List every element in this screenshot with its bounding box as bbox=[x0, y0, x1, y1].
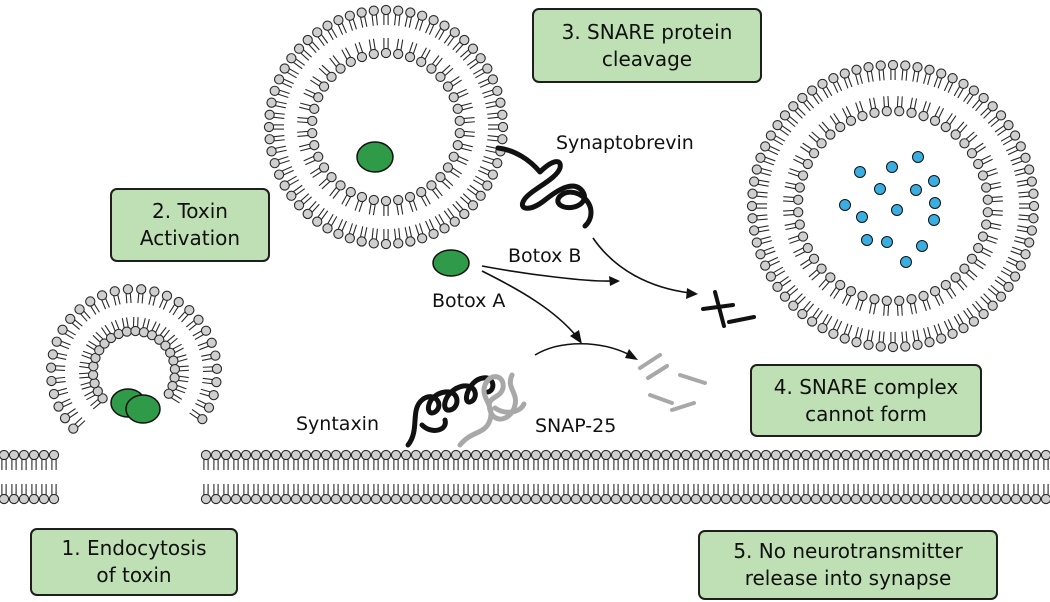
step-3-snare-cleavage-box: 3. SNARE protein cleavage bbox=[532, 8, 762, 83]
activated-toxin bbox=[432, 249, 470, 277]
step-3-line2: cleavage bbox=[601, 46, 693, 71]
botox-b-label: Botox B bbox=[508, 245, 582, 267]
snap25-label: SNAP-25 bbox=[535, 415, 617, 437]
toxin-in-vesicle bbox=[356, 141, 394, 173]
arrowheads bbox=[570, 276, 698, 360]
step-1-line1: 1. Endocytosis bbox=[61, 536, 207, 560]
step-1-endocytosis-box: 1. Endocytosis of toxin bbox=[30, 528, 238, 596]
botox-a-label: Botox A bbox=[432, 290, 506, 312]
step-2-line1: 2. Toxin bbox=[152, 199, 228, 223]
cleavage-marks bbox=[701, 290, 756, 328]
endocytosis-vesicle bbox=[45, 284, 223, 434]
step-4-snare-complex-box: 4. SNARE complex cannot form bbox=[750, 364, 982, 437]
syntaxin-label: Syntaxin bbox=[296, 413, 380, 435]
arrow-botox-b bbox=[481, 265, 613, 282]
step-4-line2: cannot form bbox=[805, 401, 927, 426]
step-2-toxin-activation-box: 2. Toxin Activation bbox=[110, 188, 270, 262]
arrow-snap25-cleavage bbox=[534, 343, 631, 356]
step-3-line1: 3. SNARE protein bbox=[561, 19, 733, 44]
syntaxin-protein bbox=[405, 375, 496, 448]
arrow-botox-a bbox=[481, 270, 578, 338]
synaptobrevin-label: Synaptobrevin bbox=[556, 132, 694, 154]
arrows bbox=[481, 237, 691, 356]
toxin-particles bbox=[110, 141, 470, 424]
synaptobrevin-protein bbox=[495, 145, 594, 229]
step-5-line2: release into synapse bbox=[744, 566, 952, 590]
toxin-vesicle bbox=[263, 4, 509, 250]
synaptic-vesicle bbox=[746, 59, 1040, 353]
step-2-line2: Activation bbox=[139, 226, 241, 250]
toxin-in-endosome-front bbox=[125, 394, 161, 424]
cleaved-fragments bbox=[638, 353, 707, 412]
step-5-no-release-box: 5. No neurotransmitter release into syna… bbox=[698, 530, 998, 600]
arrow-synaptobrevin-cleavage bbox=[592, 237, 691, 294]
plasma-membrane bbox=[0, 449, 1050, 505]
step-1-line2: of toxin bbox=[96, 563, 172, 587]
snap25-protein bbox=[457, 372, 527, 448]
neurotransmitters bbox=[839, 151, 941, 268]
step-5-line1: 5. No neurotransmitter bbox=[733, 539, 963, 563]
step-4-line1: 4. SNARE complex bbox=[773, 374, 959, 399]
